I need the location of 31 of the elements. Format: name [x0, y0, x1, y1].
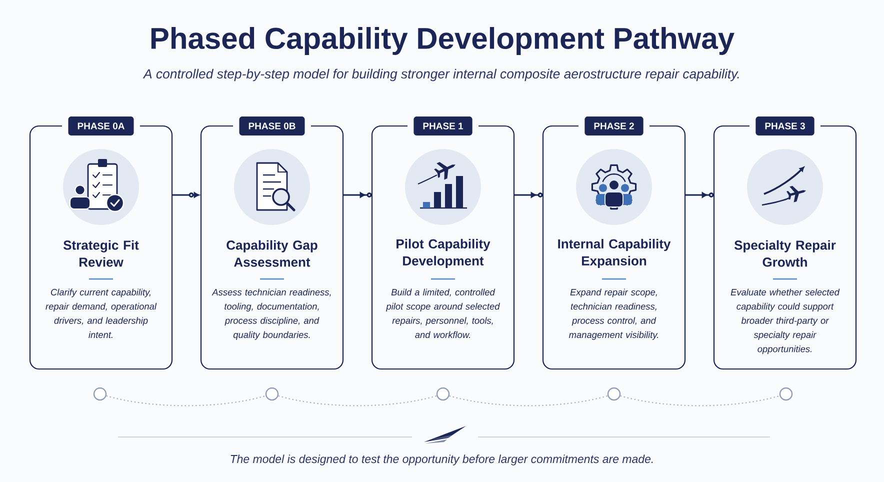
- card-title: Specialty Repair Growth: [734, 240, 836, 267]
- card-description: Assess technician readiness, tooling, documentation, process discipline, and quality boundaries.: [212, 288, 331, 340]
- timeline-dot: [265, 387, 279, 401]
- dotted-connector: [620, 395, 780, 406]
- arrow: [343, 192, 372, 198]
- phase-badge: PHASE 1: [414, 116, 472, 136]
- arrow: [514, 192, 543, 198]
- dotted-connector: [106, 395, 266, 406]
- card-description: Expand repair scope, technician readiness, process control, and management visibility.: [569, 288, 658, 340]
- timeline-dot: [436, 387, 450, 401]
- card-description: Build a limited, controlled pilot scope around selected repairs, personnel, tools, and workflow.: [386, 288, 500, 338]
- dotted-connector: [449, 395, 608, 406]
- dotted-connector: [278, 395, 437, 406]
- title: Phased Capability Development Pathway: [151, 27, 734, 55]
- arrow: [685, 192, 714, 198]
- card-title: Internal Capability Expansion: [558, 238, 671, 268]
- phase-badge: PHASE 0B: [239, 116, 305, 136]
- timeline-dot: [607, 387, 621, 401]
- phase-badge: PHASE 3: [756, 116, 814, 136]
- phase-badge: PHASE 2: [584, 116, 644, 136]
- arrow: [172, 192, 200, 198]
- card-description: Clarify current capability, repair demand, operational drivers, and leadership intent.: [46, 288, 157, 338]
- subtitle: A controlled step-by-step model for building stronger internal composite aerostructure repair capability.: [142, 68, 739, 82]
- card-title: Pilot Capability Development: [396, 238, 490, 268]
- card-title: Strategic Fit Review: [63, 240, 139, 267]
- timeline-dot: [93, 387, 107, 401]
- timeline-dot: [779, 387, 793, 401]
- caption: The model is designed to test the opportunity before larger commitments are made.: [230, 454, 653, 466]
- card-title: Capability Gap Assessment: [226, 240, 318, 267]
- card-description: Evaluate whether selected capability could support broader third-party or specialty repair opportunities.: [730, 288, 840, 354]
- phase-badge: PHASE 0A: [68, 116, 134, 136]
